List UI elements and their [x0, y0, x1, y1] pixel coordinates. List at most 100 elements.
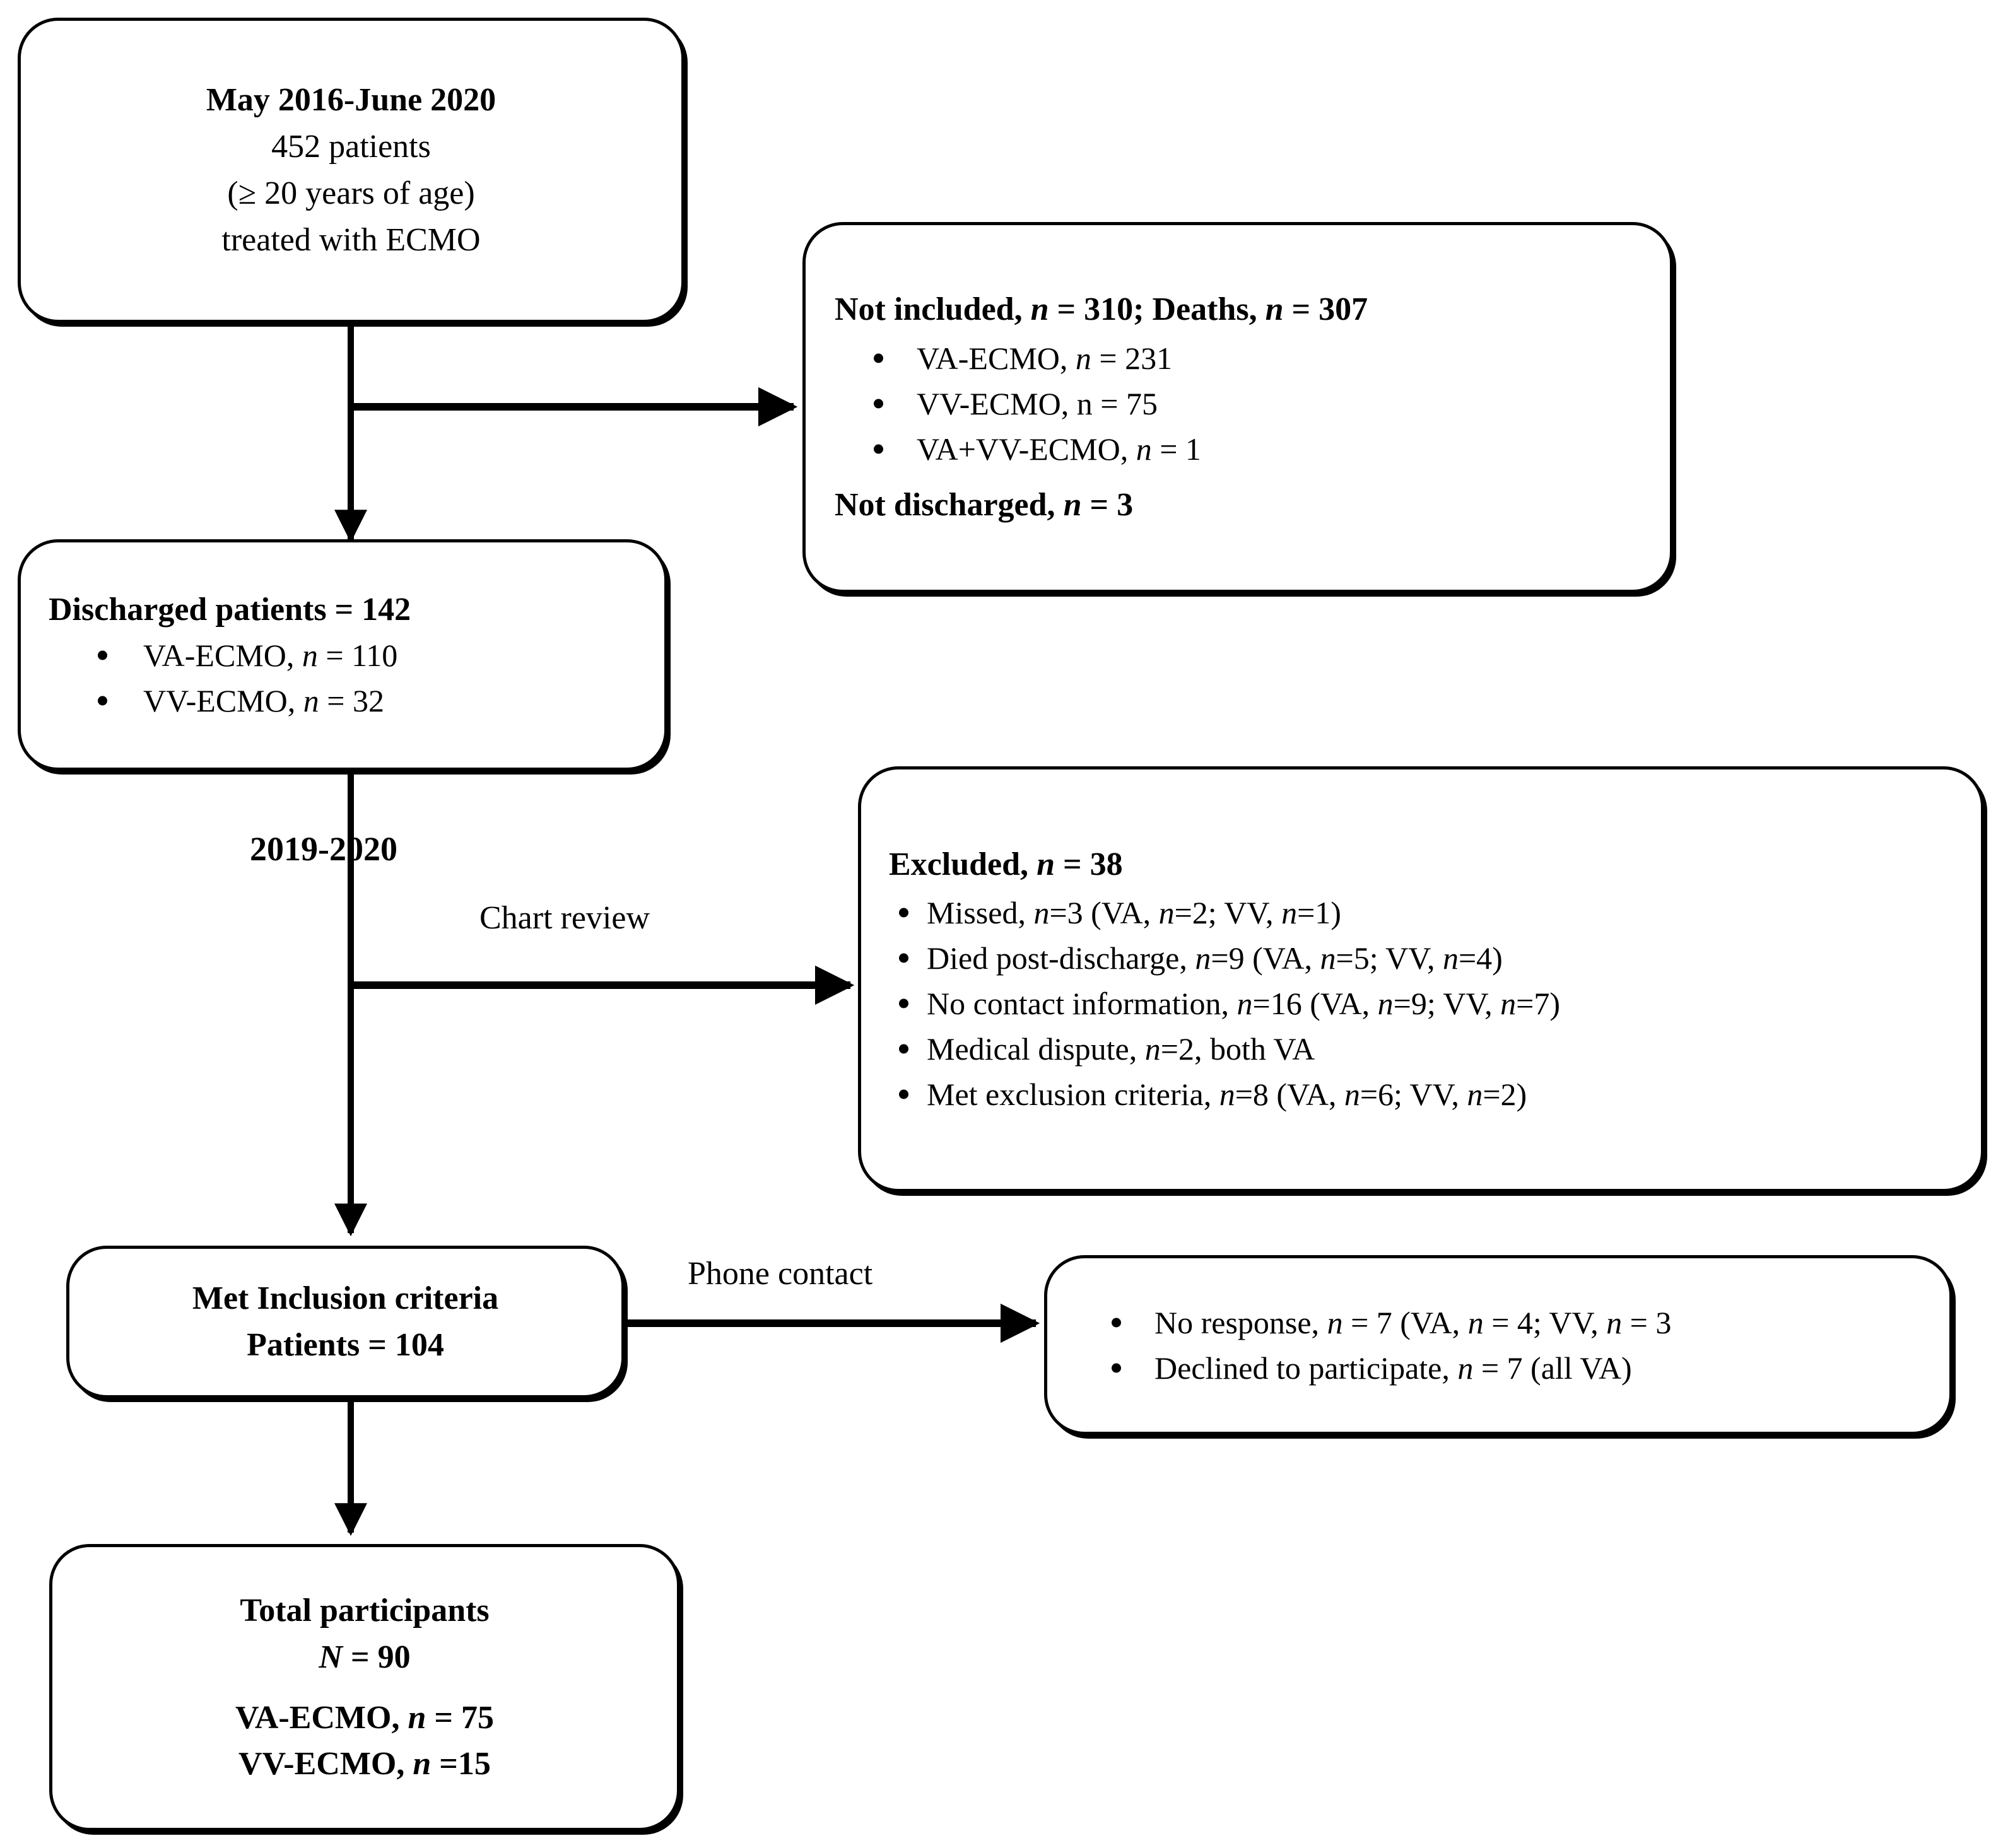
total-participants-title: Total participants — [240, 1592, 490, 1629]
inclusion-patient-count: Patients = 104 — [247, 1327, 444, 1363]
not-included-n2: n — [1265, 291, 1284, 328]
cohort-patient-count: 452 patients — [271, 129, 431, 165]
total-vv-ecmo: VV-ECMO, n =15 — [238, 1741, 491, 1787]
excluded-list: Missed, n=3 (VA, n=2; VV, n=1) Died post… — [889, 890, 1953, 1117]
list-item: Medical dispute, n=2, both VA — [889, 1026, 1953, 1072]
ni-b1-n: n — [1076, 386, 1093, 421]
phone-contact-label: Phone contact — [688, 1256, 873, 1292]
ex-b0-a: Missed, — [927, 895, 1034, 931]
ex-b4-n1: n — [1219, 1077, 1235, 1113]
ex-b1-c: =5; VV, — [1336, 940, 1443, 976]
excluded-header-post: = 38 — [1054, 846, 1123, 882]
ex-b0-c: =2; VV, — [1174, 895, 1282, 931]
po-b0-b: = 7 (VA, — [1342, 1304, 1468, 1340]
cohort-period: May 2016-June 2020 — [206, 82, 496, 119]
list-item: VV-ECMO, n = 32 — [49, 678, 637, 723]
ex-b1-a: Died post-discharge, — [927, 940, 1195, 976]
ex-b2-c: =9; VV, — [1393, 986, 1501, 1022]
not-included-header-pre: Not included, — [835, 291, 1031, 328]
ex-b2-n1: n — [1236, 986, 1253, 1022]
not-included-list: VA-ECMO, n = 231 VV-ECMO, n = 75 VA+VV-E… — [835, 336, 1641, 472]
po-b0-a: No response, — [1154, 1304, 1327, 1340]
not-included-header-mid: = 310; Deaths, — [1048, 291, 1266, 328]
not-discharged-n: n — [1063, 487, 1082, 523]
ex-b0-n1: n — [1033, 895, 1050, 931]
po-b1-n1: n — [1457, 1350, 1474, 1386]
list-item: VA+VV-ECMO, n = 1 — [835, 426, 1641, 472]
ex-b2-a: No contact information, — [927, 986, 1237, 1022]
total-vv-label: VV-ECMO, — [238, 1746, 413, 1782]
not-included-n1: n — [1030, 291, 1049, 328]
po-b1-b: = 7 (all VA) — [1473, 1350, 1632, 1386]
ni-b2-label: VA+VV-ECMO, — [917, 431, 1136, 467]
dp-b1-n: n — [303, 683, 319, 719]
list-item: No contact information, n=16 (VA, n=9; V… — [889, 981, 1953, 1026]
ni-b0-label: VA-ECMO, — [917, 341, 1076, 376]
total-participants-box: Total participants N = 90 VA-ECMO, n = 7… — [49, 1544, 680, 1831]
total-va-ecmo: VA-ECMO, n = 75 — [235, 1695, 494, 1741]
excluded-header-n: n — [1037, 846, 1055, 882]
total-va-n: n — [408, 1699, 426, 1736]
list-item: Met exclusion criteria, n=8 (VA, n=6; VV… — [889, 1072, 1953, 1117]
ni-b1-label: VV-ECMO, — [917, 386, 1077, 421]
ex-b2-n2: n — [1377, 986, 1394, 1022]
excluded-header: Excluded, n = 38 — [889, 841, 1953, 888]
po-b0-n1: n — [1327, 1304, 1343, 1340]
ex-b4-d: =2) — [1483, 1077, 1527, 1113]
ex-b0-d: =1) — [1297, 895, 1341, 931]
po-b0-n3: n — [1606, 1304, 1623, 1340]
total-va-value: = 75 — [426, 1699, 495, 1736]
ex-b2-d: =7) — [1516, 986, 1560, 1022]
ni-b1-value: = 75 — [1092, 386, 1158, 421]
met-inclusion-criteria-box: Met Inclusion criteria Patients = 104 — [66, 1246, 625, 1398]
not-included-header-post: = 307 — [1283, 291, 1368, 328]
list-item: Died post-discharge, n=9 (VA, n=5; VV, n… — [889, 935, 1953, 981]
list-item: VA-ECMO, n = 231 — [835, 336, 1641, 381]
not-discharged-footer: Not discharged, n = 3 — [835, 482, 1641, 529]
cohort-treatment: treated with ECMO — [221, 221, 481, 258]
dp-b1-label: VV-ECMO, — [143, 683, 303, 719]
total-vv-value: =15 — [431, 1746, 491, 1782]
chart-review-label: Chart review — [479, 900, 650, 936]
ex-b1-n3: n — [1442, 940, 1459, 976]
ex-b4-n2: n — [1344, 1077, 1360, 1113]
ex-b1-b: =9 (VA, — [1211, 940, 1320, 976]
phone-outcome-list: No response, n = 7 (VA, n = 4; VV, n = 3… — [1072, 1300, 1924, 1391]
excluded-header-pre: Excluded, — [889, 846, 1037, 882]
excluded-box: Excluded, n = 38 Missed, n=3 (VA, n=2; V… — [858, 766, 1984, 1192]
ni-b0-n: n — [1075, 341, 1091, 376]
ex-b1-d: =4) — [1458, 940, 1503, 976]
not-discharged-post: = 3 — [1081, 487, 1134, 523]
ex-b4-n3: n — [1467, 1077, 1483, 1113]
inclusion-title: Met Inclusion criteria — [192, 1280, 499, 1317]
po-b0-n2: n — [1467, 1304, 1484, 1340]
not-discharged-pre: Not discharged, — [835, 487, 1064, 523]
source-cohort-box: May 2016-June 2020 452 patients (≥ 20 ye… — [18, 18, 684, 323]
stage-period-label: 2019-2020 — [250, 830, 397, 868]
ex-b3-b: =2, both VA — [1160, 1031, 1315, 1067]
list-item: VA-ECMO, n = 110 — [49, 633, 637, 678]
dp-b0-n: n — [302, 638, 318, 674]
cohort-age-criterion: (≥ 20 years of age) — [227, 175, 475, 211]
ex-b4-c: =6; VV, — [1360, 1077, 1467, 1113]
dp-b0-value: = 110 — [317, 638, 398, 674]
total-va-label: VA-ECMO, — [235, 1699, 408, 1736]
list-item: VV-ECMO, n = 75 — [835, 381, 1641, 426]
ex-b4-a: Met exclusion criteria, — [927, 1077, 1219, 1113]
ni-b2-n: n — [1136, 431, 1152, 467]
not-included-box: Not included, n = 310; Deaths, n = 307 V… — [802, 222, 1673, 593]
ex-b0-n3: n — [1281, 895, 1298, 931]
list-item: Declined to participate, n = 7 (all VA) — [1072, 1345, 1924, 1391]
phone-contact-outcome-box: No response, n = 7 (VA, n = 4; VV, n = 3… — [1044, 1255, 1953, 1435]
total-N-symbol: N — [319, 1639, 343, 1675]
po-b1-a: Declined to participate, — [1154, 1350, 1458, 1386]
discharged-patients-box: Discharged patients = 142 VA-ECMO, n = 1… — [18, 539, 667, 771]
discharged-header: Discharged patients = 142 — [49, 591, 411, 628]
not-included-header: Not included, n = 310; Deaths, n = 307 — [835, 286, 1641, 333]
ex-b1-n1: n — [1195, 940, 1211, 976]
ex-b1-n2: n — [1320, 940, 1336, 976]
list-item: Missed, n=3 (VA, n=2; VV, n=1) — [889, 890, 1953, 935]
ex-b3-n1: n — [1144, 1031, 1161, 1067]
total-N-value: = 90 — [342, 1639, 411, 1675]
